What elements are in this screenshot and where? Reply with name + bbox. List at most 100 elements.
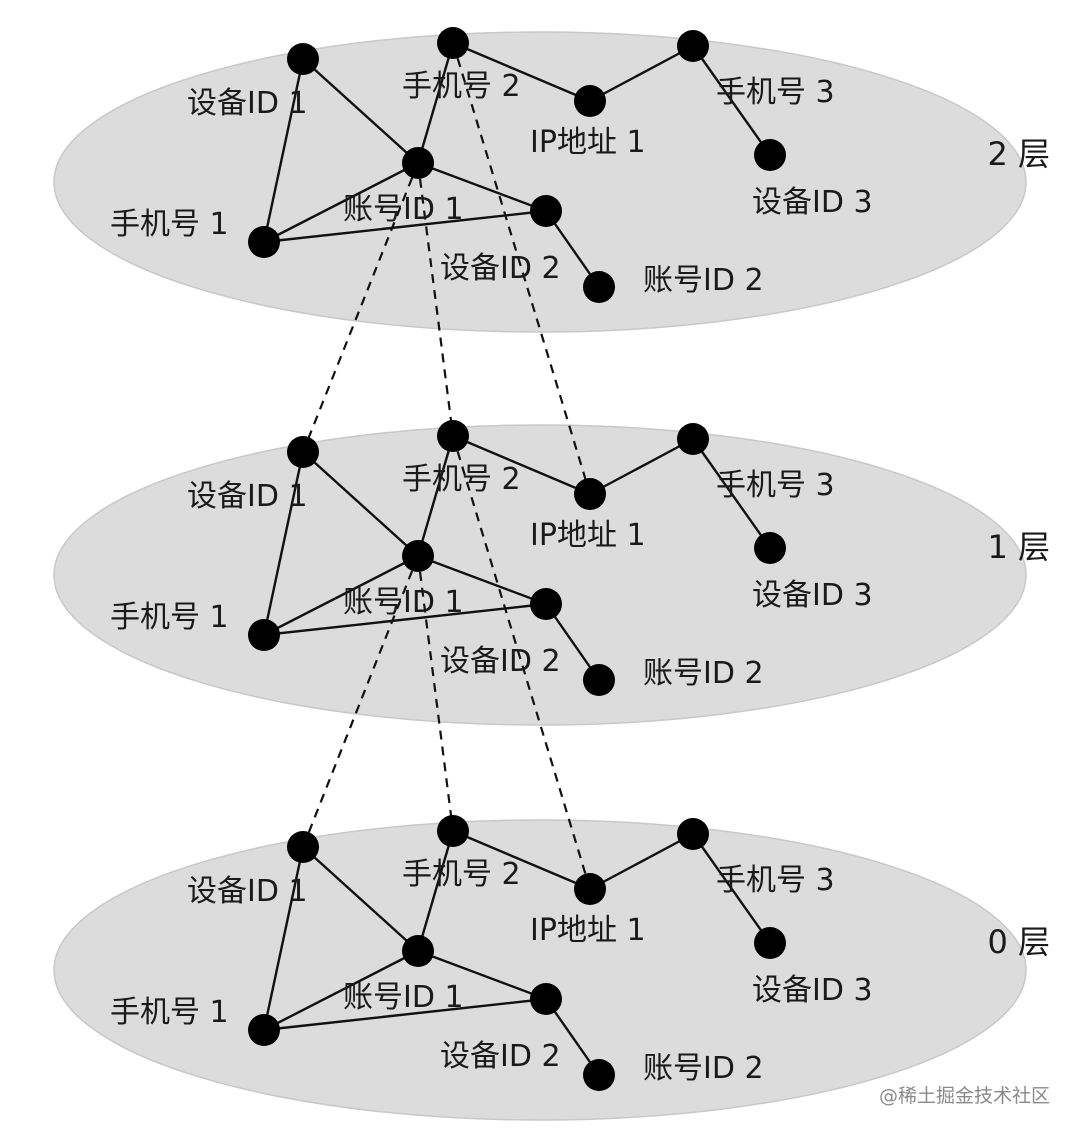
graph-node [287,831,319,863]
graph-edge [302,58,419,164]
node-label: 账号ID 1 [343,585,464,620]
graph-node [754,927,786,959]
node-label: IP地址 1 [530,913,646,948]
cross-layer-link [416,555,455,832]
node-label: 手机号 1 [110,207,229,242]
graph-edge [263,602,547,637]
graph-node [583,271,615,303]
node-label: 账号ID 1 [343,192,464,227]
graph-node [574,873,606,905]
graph-edge [302,451,419,557]
node-label: 设备ID 3 [752,578,873,613]
graph-node [677,818,709,850]
graph-edge [452,434,591,496]
graph-edge [692,833,771,944]
graph-edge [417,554,547,606]
graph-node [248,226,280,258]
graph-edge [692,438,771,549]
node-label: 手机号 2 [402,462,521,497]
graph-node [248,1014,280,1046]
graph-edge [263,949,419,1032]
graph-node [583,1059,615,1091]
node-label: 手机号 3 [716,468,835,503]
graph-edge [416,830,455,952]
graph-edge [262,846,305,1031]
graph-node [677,30,709,62]
graph-node [677,423,709,455]
graph-node [574,478,606,510]
graph-edge [263,161,419,244]
node-label: 账号ID 2 [643,1051,764,1086]
node-label: IP地址 1 [530,518,646,553]
graph-edge [416,435,455,557]
node-label: 设备ID 2 [440,1039,561,1074]
node-label: 设备ID 2 [440,644,561,679]
graph-edge [589,437,694,496]
graph-node [530,983,562,1015]
graph-node [287,43,319,75]
graph-node [437,27,469,59]
node-label: 设备ID 1 [187,479,308,514]
graph-node [754,139,786,171]
node-label: 手机号 1 [110,600,229,635]
graph-node [287,436,319,468]
graph-node [402,147,434,179]
cross-layer-link [451,42,592,495]
cross-layer-link [301,162,420,453]
graph-node [402,935,434,967]
graph-node [530,195,562,227]
graph-edge [589,44,694,103]
graph-edge [589,832,694,891]
graph-edge [263,209,547,244]
graph-node [583,664,615,696]
graph-edge [417,161,547,213]
node-label: 设备ID 1 [187,874,308,909]
graph-edge [302,846,419,952]
layer-label: 0 层 [987,923,1050,961]
layer-label: 1 层 [987,528,1050,566]
node-label: 账号ID 1 [343,980,464,1015]
node-label: 手机号 1 [110,995,229,1030]
node-label: 手机号 3 [716,863,835,898]
graph-edge [262,58,305,243]
graph-edge [263,554,419,637]
graph-node [248,619,280,651]
layer-label: 2 层 [987,135,1050,173]
graph-node [754,532,786,564]
node-label: 设备ID 2 [440,251,561,286]
node-label: IP地址 1 [530,125,646,160]
graph-node [437,420,469,452]
layer-graph: 设备ID 1 手机号 2 手机号 3 IP地址 1 账号ID 1 手机号 1 设备ID 2 设… [110,420,873,696]
node-label: 账号ID 2 [643,656,764,691]
graph-node [574,85,606,117]
graph-edge [452,41,591,103]
layer-labels: 2 层 1 层 0 层 [987,135,1050,961]
graph-edge [416,42,455,164]
graph-edge [452,829,591,891]
graph-edge [692,45,771,156]
graph-edge [262,451,305,636]
graph-node [530,588,562,620]
node-label: 设备ID 1 [187,86,308,121]
cross-layer-link [301,555,420,848]
layer-plane [53,31,1027,333]
node-label: 手机号 2 [402,69,521,104]
cross-layer-links [301,42,592,890]
node-label: 手机号 3 [716,75,835,110]
node-label: 账号ID 2 [643,263,764,298]
layer-planes [53,31,1027,1121]
watermark-text: @稀土掘金技术社区 [879,1085,1050,1107]
layer-plane [53,424,1027,726]
layer-graph: 设备ID 1 手机号 2 手机号 3 IP地址 1 账号ID 1 手机号 1 设备ID 2 设… [110,27,873,303]
graph-node [437,815,469,847]
layer-plane [53,819,1027,1121]
layer-graphs: 设备ID 1 手机号 2 手机号 3 IP地址 1 账号ID 1 手机号 1 设备ID 2 设… [110,27,873,1091]
graph-node [402,540,434,572]
node-label: 设备ID 3 [752,185,873,220]
node-label: 设备ID 3 [752,973,873,1008]
graph-edge [417,949,547,1001]
cross-layer-link [416,162,455,437]
graph-edge [263,997,547,1032]
